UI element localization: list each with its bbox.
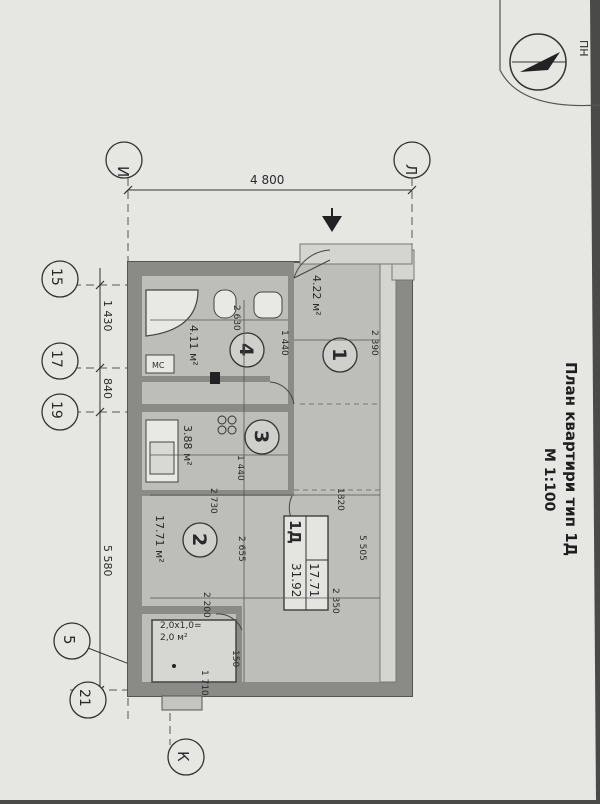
compass-label: ПН [577, 40, 590, 57]
dim-1430: 1 430 [101, 300, 114, 332]
axis-label-l: Л [402, 164, 420, 175]
axis-label-17: 17 [48, 350, 64, 368]
axis-bubble-19 [41, 393, 79, 431]
dim-2200: 2 200 [201, 592, 211, 618]
entrance-arrow-icon [322, 216, 342, 232]
axis-bubble-21 [69, 681, 107, 719]
stove-burner-icon [217, 415, 227, 425]
axis-label-15: 15 [48, 268, 64, 286]
balcony-room [151, 619, 237, 683]
axis-label-5: 5 [60, 635, 78, 645]
plan-scale: М 1:100 [541, 448, 557, 512]
plan-title: План квартири тип 1Д [562, 362, 580, 556]
axis-bubble-5 [53, 622, 91, 660]
axis-bubble-i [105, 141, 143, 179]
toilet-icon [213, 289, 237, 319]
north-arrow-icon [520, 52, 560, 72]
axis-label-21: 21 [76, 689, 92, 707]
axis-label-i: И [114, 166, 132, 177]
dim-1440-a: 1 440 [279, 330, 289, 356]
dim-1440-b: 1 440 [235, 455, 245, 481]
room-number-badge-4 [229, 332, 265, 368]
axis-label-k: К [174, 751, 192, 762]
dim-150: 150 [230, 650, 240, 667]
dim-1710: 1 710 [199, 670, 209, 696]
dim-2390: 2 390 [369, 330, 379, 356]
dim-2630: 2 630 [231, 305, 241, 331]
dim-2350: 2 350 [330, 588, 340, 614]
axis-bubble-15 [41, 260, 79, 298]
apartment-type: 1Д [286, 520, 304, 544]
dim-5505: 5 505 [357, 535, 367, 561]
compass: ПН [509, 33, 590, 91]
dim-overall-width: 4 800 [250, 173, 284, 187]
dim-840: 840 [101, 378, 114, 399]
axis-bubble-l [393, 141, 431, 179]
washbasin-icon [253, 291, 283, 319]
balcony-area-formula: 2,0x1,0= [160, 621, 202, 631]
room-number-2: 2 [188, 533, 210, 546]
axis-bubble-k [167, 738, 205, 776]
axis-label-19: 19 [48, 401, 64, 419]
room-area-2: 17.71 м² [153, 515, 166, 563]
room-area-3: 3.88 м² [181, 425, 194, 466]
room-number-4: 4 [235, 343, 257, 356]
dim-2655: 2 655 [236, 536, 246, 562]
room-area-1: 4.22 м² [310, 275, 323, 316]
room-number-3: 3 [250, 430, 272, 443]
room-number-badge-2 [182, 522, 218, 558]
sink-icon [149, 441, 175, 475]
room-area-4: 4.11 м² [187, 325, 200, 366]
dim-5580: 5 580 [101, 545, 114, 577]
room-number-badge-1 [322, 337, 358, 373]
room-number-badge-3 [244, 419, 280, 455]
fixture-mc-label: МС [152, 361, 165, 370]
shower-tray-icon [145, 289, 199, 337]
axis-bubble-17 [41, 342, 79, 380]
room-number-1: 1 [328, 348, 350, 361]
washing-machine-icon [145, 354, 175, 374]
balcony-area: 2,0 м² [160, 633, 188, 643]
riser-icon [210, 372, 220, 384]
apartment-total-area: 31.92 [289, 563, 303, 597]
dim-2730: 2 730 [208, 488, 218, 514]
dim-1820: 1820 [335, 488, 345, 511]
apartment-living-area: 17.71 [307, 563, 321, 597]
